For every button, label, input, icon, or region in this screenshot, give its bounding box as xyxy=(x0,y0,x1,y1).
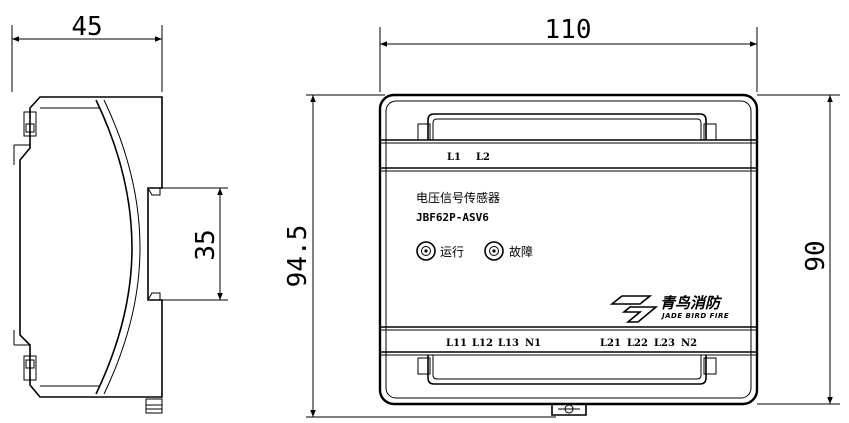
front-width-dimension: 110 xyxy=(545,15,592,45)
bird-logo-icon xyxy=(609,295,659,323)
fault-indicator-label: 故障 xyxy=(509,244,533,259)
terminal-label-bottom: L11 xyxy=(446,338,467,349)
body-height-dimension: 90 xyxy=(801,240,831,271)
terminal-label-bottom: N2 xyxy=(681,338,697,349)
terminal-label-top: L1 xyxy=(447,152,461,163)
product-model: JBF62P-ASV6 xyxy=(416,211,489,224)
run-indicator: 运行 xyxy=(416,241,464,261)
terminal-label-bottom: N1 xyxy=(525,338,541,349)
front-view: 110 94.5 90 xyxy=(283,15,840,418)
terminal-label-top: L2 xyxy=(476,152,490,163)
brand-logo: 青鸟消防 JADE BIRD FIRE xyxy=(609,294,729,323)
led-ring-icon xyxy=(416,241,436,261)
side-width-dimension: 45 xyxy=(71,12,102,42)
product-name: 电压信号传感器 xyxy=(416,190,500,205)
terminal-label-bottom: L22 xyxy=(627,338,648,349)
terminal-label-bottom: L12 xyxy=(472,338,493,349)
terminal-label-bottom: L23 xyxy=(654,338,675,349)
terminal-label-bottom: L21 xyxy=(600,338,621,349)
brand-name-en: JADE BIRD FIRE xyxy=(660,312,729,320)
side-view: 45 35 xyxy=(11,12,228,414)
brand-name-cn: 青鸟消防 xyxy=(660,294,723,312)
terminal-label-bottom: L13 xyxy=(498,338,519,349)
rail-height-dimension: 35 xyxy=(191,229,221,260)
run-indicator-label: 运行 xyxy=(440,245,464,259)
led-ring-icon xyxy=(484,241,504,261)
fault-indicator: 故障 xyxy=(484,241,533,261)
overall-height-dimension: 94.5 xyxy=(283,225,313,288)
